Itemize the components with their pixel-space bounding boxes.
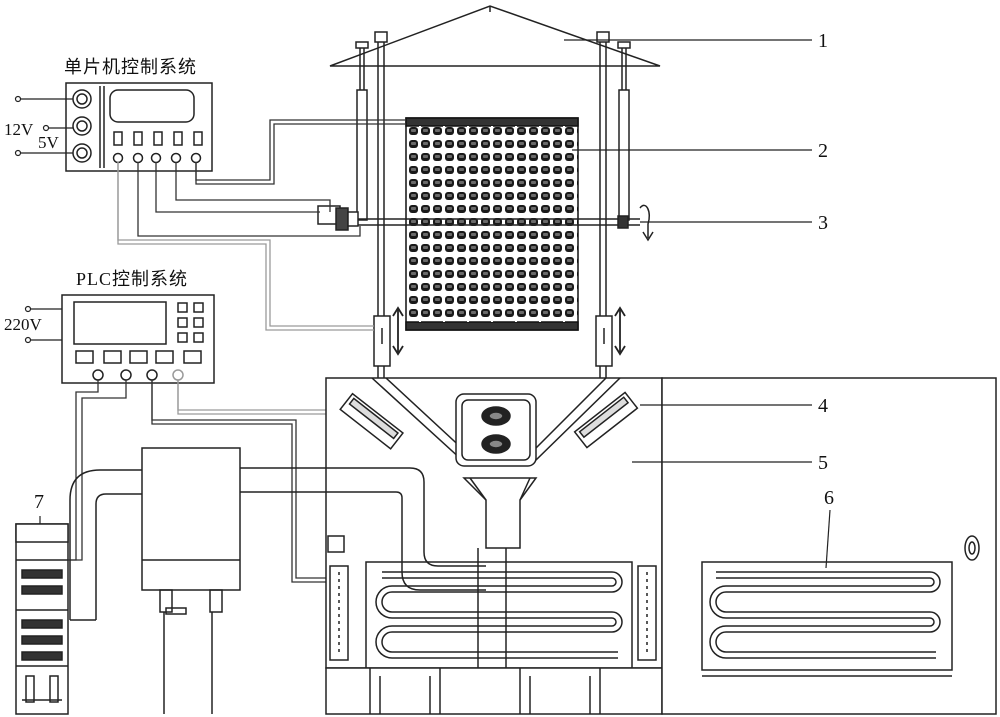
drying-rack	[405, 117, 579, 331]
rotating-shaft	[317, 204, 654, 242]
dehumidifier-unit	[15, 523, 69, 715]
callout-4: 4	[818, 395, 828, 417]
roof-hood	[329, 5, 661, 67]
callout-5: 5	[818, 452, 828, 474]
mcu-control-box	[65, 82, 213, 172]
callout-6: 6	[824, 487, 834, 509]
mcu-sensor-wiring	[117, 162, 374, 331]
mcu-voltage-12v: 12V	[4, 120, 34, 139]
plc-sensor-wiring	[177, 380, 341, 415]
support-rods	[355, 31, 631, 378]
plc-wiring	[64, 380, 328, 583]
mcu-title: 单片机控制系统	[64, 57, 197, 77]
plc-control-box	[61, 294, 215, 384]
air-duct	[69, 447, 507, 714]
callout-3: 3	[818, 212, 828, 234]
callout-2: 2	[818, 140, 828, 162]
callout-1: 1	[818, 30, 828, 52]
lift-arrows	[392, 306, 626, 356]
mcu-voltage-5v: 5V	[38, 133, 59, 152]
leader-lines	[39, 39, 831, 569]
plc-title: PLC控制系统	[76, 269, 189, 289]
mcu-wiring	[137, 119, 406, 237]
plc-power-leads	[24, 305, 62, 344]
heater-cabinet	[661, 377, 997, 715]
mcu-power-leads	[14, 95, 73, 157]
plc-voltage: 220V	[4, 315, 42, 334]
callout-7: 7	[34, 491, 44, 513]
drying-chamber	[325, 377, 663, 715]
